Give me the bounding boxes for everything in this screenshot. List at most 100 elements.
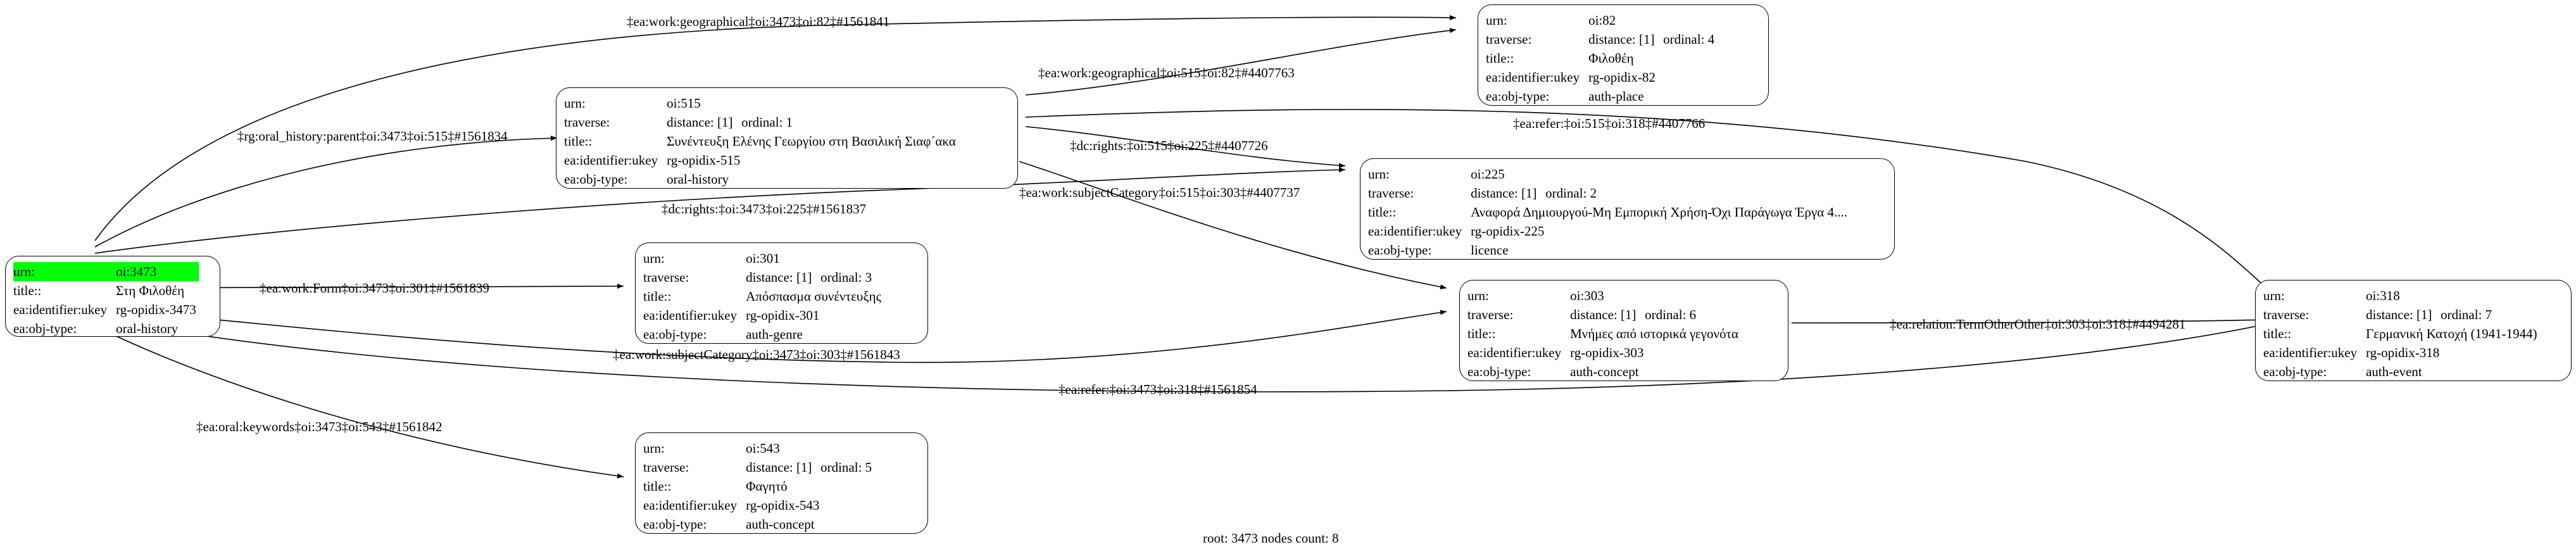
node-oi-515[interactable]: urn: oi:515 traverse: distance: [1]ordin…	[556, 87, 1018, 189]
node-field-urn-label: urn:	[13, 262, 116, 281]
node-field-objtype-label: ea:obj-type:	[13, 321, 77, 336]
node-oi-303[interactable]: urn: oi:303 traverse: distance: [1] ordin…	[1459, 280, 1788, 381]
node-field-ukey-label: ea:identifier:ukey	[2263, 345, 2358, 360]
node-field-traverse-label: traverse:	[2263, 307, 2309, 322]
node-field-objtype-value: auth-genre	[746, 327, 803, 342]
node-field-ordinal-value: ordinal: 2	[1545, 186, 1597, 201]
node-oi-543[interactable]: urn: oi:543 traverse: distance: [1] ordin…	[635, 432, 928, 534]
graph-footer-caption: root: 3473 nodes count: 8	[1203, 531, 1339, 546]
edge-label-e2: ‡ea:work:geographical‡oi:515‡oi:82‡#4407…	[1038, 65, 1295, 80]
node-field-ordinal-value: ordinal: 3	[820, 270, 872, 285]
edge-path-e12	[88, 322, 624, 479]
node-field-ukey-label: ea:identifier:ukey	[643, 498, 738, 513]
node-field-ukey-label: ea:identifier:ukey	[13, 302, 108, 317]
node-field-title-value: Αναφορά Δημιουργού-Μη Εμπορική Χρήση-Όχι…	[1471, 205, 1848, 220]
node-field-ordinal-value: ordinal: 6	[1645, 307, 1697, 322]
node-field-objtype-label: ea:obj-type:	[643, 327, 707, 342]
node-field-ukey-label: ea:identifier:ukey	[564, 153, 658, 168]
node-field-title-value: Φιλοθέη	[1588, 51, 1634, 66]
node-field-urn-label: urn:	[643, 441, 665, 456]
node-field-objtype-label: ea:obj-type:	[643, 517, 707, 532]
node-field-distance-value: distance: [1]	[1471, 186, 1537, 201]
node-field-ukey-value: rg-opidix-515	[667, 153, 741, 168]
node-oi-225[interactable]: urn: oi:225 traverse: distance: [1] ordin…	[1360, 158, 1895, 260]
node-oi-301[interactable]: urn: oi:301 traverse: distance: [1]ordin…	[635, 242, 928, 344]
edge-label-e8: ‡ea:work:Form‡oi:3473‡oi:301‡#1561839	[260, 280, 489, 296]
node-oi-82[interactable]: urn: oi:82 traverse: distance: [1]ordina…	[1478, 4, 1769, 106]
node-field-title-label: title::	[1467, 326, 1496, 341]
node-field-traverse-label: traverse:	[643, 460, 689, 475]
edge-label-e11: ‡ea:relation:TermOtherOther‡oi:303‡oi:31…	[1890, 317, 2186, 332]
node-field-title-label: title::	[643, 289, 672, 304]
node-field-objtype-value: auth-place	[1588, 89, 1644, 104]
node-field-title-value: Στη Φιλοθέη	[116, 283, 185, 298]
node-field-urn-label: urn:	[564, 96, 586, 111]
node-field-title-label: title::	[1368, 205, 1397, 220]
node-field-distance-value: distance: [1]	[1588, 32, 1655, 47]
node-field-ukey-value: rg-opidix-225	[1471, 223, 1545, 239]
edge-label-e12: ‡ea:oral:keywords‡oi:3473‡oi:543‡#156184…	[196, 419, 443, 434]
node-field-ordinal-value: ordinal: 7	[2441, 307, 2492, 322]
node-field-title-value: Απόσπασμα συνέντευξης	[746, 289, 881, 304]
node-field-traverse-label: traverse:	[1467, 307, 1514, 322]
node-field-ukey-value: rg-opidix-301	[746, 308, 820, 323]
node-field-urn-value: oi:543	[746, 441, 780, 456]
node-field-ordinal-value: ordinal: 5	[820, 460, 872, 475]
node-field-title-label: title::	[1486, 51, 1514, 66]
node-field-title-value: Μνήμες από ιστορικά γεγονότα	[1570, 326, 1738, 341]
node-field-ukey-label: ea:identifier:ukey	[1486, 70, 1580, 85]
node-field-title-value: Συνέντευξη Ελένης Γεωργίου στη Βασιλική …	[667, 134, 956, 149]
edge-path-e3	[94, 135, 558, 248]
node-field-title-label: title::	[643, 479, 672, 494]
node-field-distance-value: distance: [1]	[2366, 307, 2432, 322]
node-field-objtype-label: ea:obj-type:	[1467, 364, 1531, 379]
node-field-title-label: title::	[564, 134, 593, 149]
node-field-distance-value: distance: [1]	[1570, 307, 1637, 322]
node-field-objtype-label: ea:obj-type:	[1486, 89, 1550, 104]
node-field-urn-value: oi:303	[1570, 288, 1604, 303]
node-field-ukey-value: rg-opidix-318	[2366, 345, 2440, 360]
node-oi-3473[interactable]: urn: oi:3473 title:: Στη Φιλοθέη ea:iden…	[5, 256, 220, 337]
node-field-urn-value: oi:3473	[116, 262, 199, 281]
edge-label-e4: ‡dc:rights:‡oi:515‡oi:225‡#4407726	[1070, 138, 1268, 153]
node-field-distance-value: distance: [1]	[746, 460, 812, 475]
node-field-ordinal-value: ordinal: 1	[741, 115, 793, 130]
node-field-urn-label: urn:	[643, 251, 665, 266]
edge-label-e3: ‡rg:oral_history:parent‡oi:3473‡oi:515‡#…	[237, 129, 508, 144]
node-field-traverse-label: traverse:	[1486, 32, 1532, 47]
node-field-ukey-value: rg-opidix-3473	[116, 302, 196, 317]
node-field-objtype-value: auth-concept	[746, 517, 815, 532]
edge-label-e1: ‡ea:work:geographical‡oi:3473‡oi:82‡#156…	[627, 14, 890, 29]
node-field-traverse-label: traverse:	[564, 115, 610, 130]
edge-label-e6: ‡ea:work:subjectCategory‡oi:515‡oi:303‡#…	[1019, 185, 1300, 200]
node-field-urn-label: urn:	[1467, 288, 1489, 303]
node-field-traverse-label: traverse:	[1368, 186, 1414, 201]
node-field-urn-value: oi:225	[1471, 167, 1505, 182]
node-field-ukey-value: rg-opidix-543	[746, 498, 820, 513]
node-field-ordinal-value: ordinal: 4	[1663, 32, 1715, 47]
node-field-title-label: title::	[2263, 326, 2292, 341]
node-field-urn-label: urn:	[1486, 13, 1507, 28]
node-field-urn-label: urn:	[2263, 288, 2285, 303]
node-field-ukey-value: rg-opidix-303	[1570, 345, 1644, 360]
node-field-objtype-value: auth-concept	[1570, 364, 1639, 379]
node-field-traverse-label: traverse:	[643, 270, 689, 285]
node-oi-318[interactable]: urn: oi:318 traverse: distance: [1] ordin…	[2255, 280, 2572, 381]
node-field-objtype-value: oral-history	[116, 321, 179, 336]
node-field-urn-value: oi:515	[667, 96, 701, 111]
edge-path-e2	[1025, 28, 1457, 96]
edge-label-e9: ‡ea:work:subjectCategory‡oi:3473‡oi:303‡…	[613, 347, 900, 362]
node-field-urn-label: urn:	[1368, 167, 1390, 182]
edge-label-e7: ‡dc:rights:‡oi:3473‡oi:225‡#1561837	[662, 201, 867, 217]
node-field-objtype-value: oral-history	[667, 172, 729, 187]
node-field-ukey-label: ea:identifier:ukey	[1368, 223, 1462, 239]
edge-label-e10: ‡ea:refer:‡oi:3473‡oi:318‡#1561854	[1059, 382, 1257, 397]
node-field-objtype-value: licence	[1471, 242, 1509, 258]
edge-label-e5: ‡ea:refer:‡oi:515‡oi:318‡#4407766	[1513, 116, 1706, 131]
node-field-objtype-label: ea:obj-type:	[564, 172, 628, 187]
node-field-urn-value: oi:318	[2366, 288, 2400, 303]
node-field-title-value: Φαγητό	[746, 479, 788, 494]
node-field-objtype-label: ea:obj-type:	[2263, 364, 2327, 379]
